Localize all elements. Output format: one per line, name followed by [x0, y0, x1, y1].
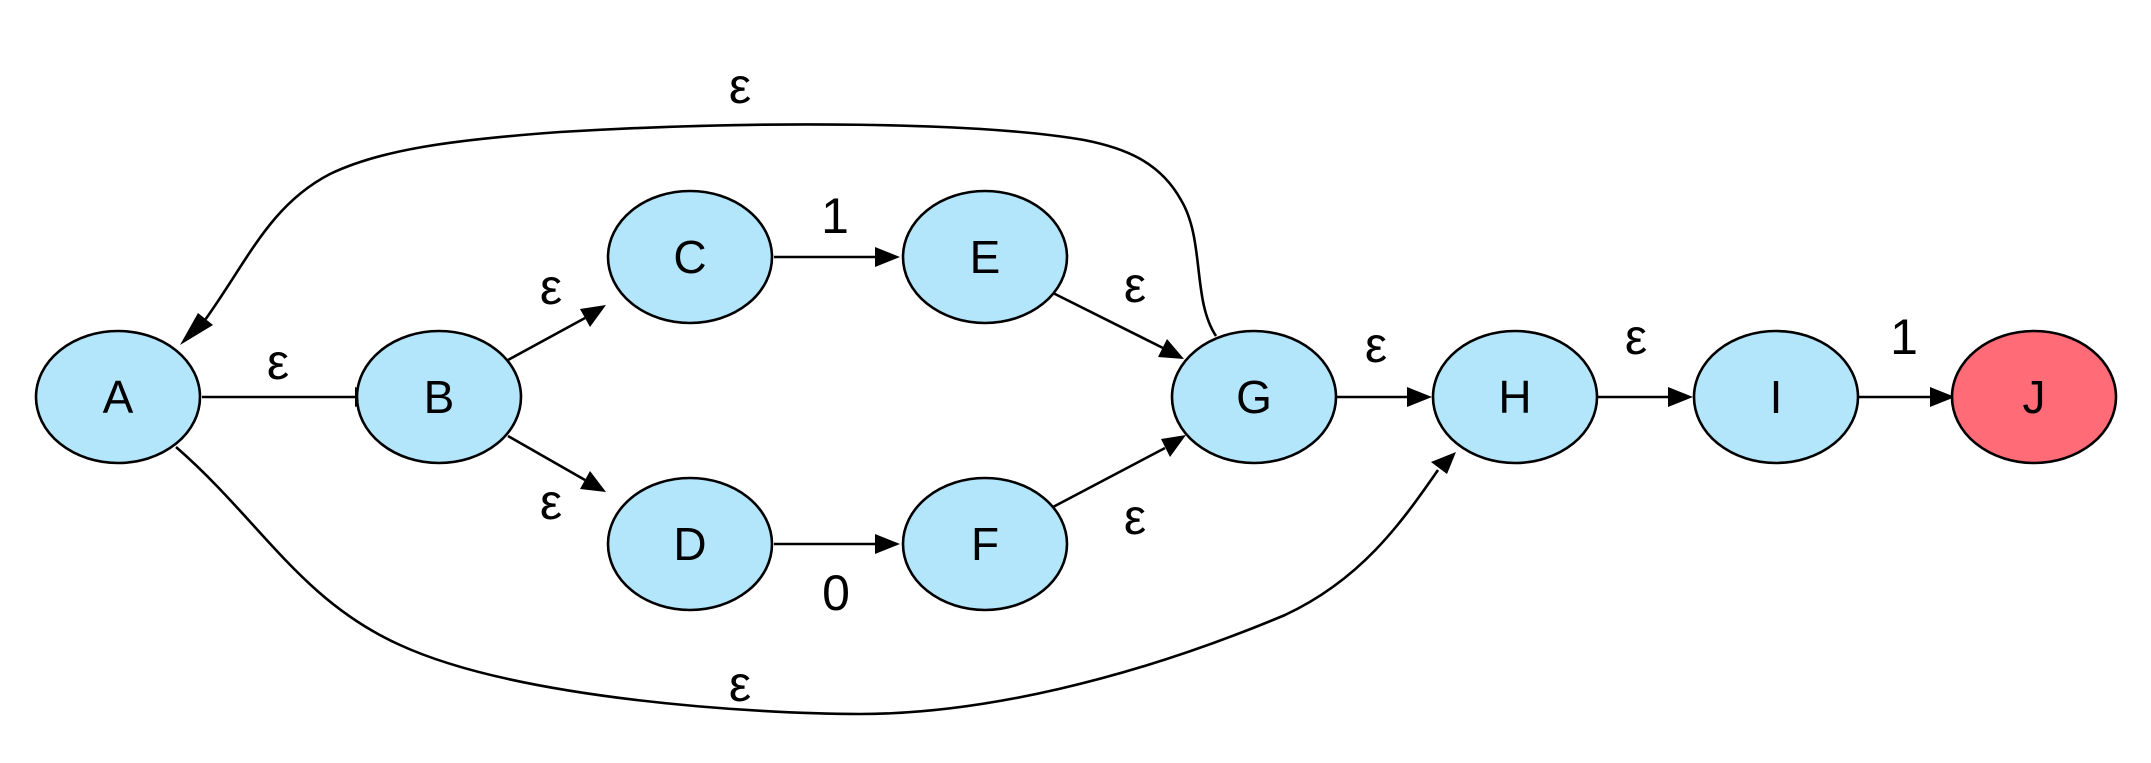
node-i-shape: [1692, 329, 1860, 465]
edge-i-to-j-arrowhead: [1930, 387, 1955, 407]
node-e: E: [901, 189, 1069, 325]
edge-c-to-e-arrowhead: [875, 247, 900, 267]
edge-a-to-h: ε: [175, 446, 1456, 716]
node-c: C: [606, 189, 774, 325]
node-d-shape: [606, 476, 774, 612]
edge-b-to-c-arrowhead: [580, 305, 606, 327]
node-d-label: D: [673, 518, 706, 570]
node-b-shape: [355, 329, 523, 465]
node-e-shape: [901, 189, 1069, 325]
edge-f-to-g-arrowhead: [1161, 435, 1186, 457]
edge-g-to-a-arrowhead: [180, 313, 213, 345]
edge-a-to-h-line: [175, 446, 1440, 716]
node-e-label: E: [970, 231, 1001, 283]
edge-g-to-h: ε: [1337, 317, 1432, 407]
edge-b-to-c-label: ε: [540, 259, 562, 315]
edge-f-to-g-line: [1052, 446, 1166, 509]
node-h: H: [1431, 329, 1599, 465]
edge-c-to-e-label: 1: [821, 188, 849, 244]
node-i: I: [1692, 329, 1860, 465]
node-g-label: G: [1236, 371, 1272, 423]
node-a-shape: [34, 329, 202, 465]
edge-g-to-a: ε: [180, 58, 1218, 345]
node-a: A: [34, 329, 202, 465]
node-j-label: J: [2023, 371, 2046, 423]
node-j: J: [1950, 329, 2118, 465]
edge-a-to-b-label: ε: [267, 334, 289, 390]
edge-a-to-h-label: ε: [729, 656, 751, 712]
node-c-label: C: [673, 231, 706, 283]
node-b-label: B: [424, 371, 455, 423]
edge-a-to-h-arrowhead: [1431, 452, 1456, 474]
edge-e-to-g-line: [1052, 291, 1164, 350]
edge-d-to-f-label: 0: [822, 565, 850, 621]
edge-h-to-i-label: ε: [1625, 309, 1647, 365]
node-i-label: I: [1770, 371, 1783, 423]
edge-i-to-j: 1: [1858, 309, 1955, 407]
edge-f-to-g-label: ε: [1124, 489, 1146, 545]
edge-b-to-d-arrowhead: [580, 471, 606, 492]
edge-d-to-f-arrowhead: [875, 534, 900, 554]
edge-h-to-i: ε: [1597, 309, 1693, 407]
edge-b-to-d-line: [507, 434, 586, 482]
edge-g-to-a-label: ε: [729, 58, 751, 114]
node-h-label: H: [1498, 371, 1531, 423]
edge-g-to-h-arrowhead: [1407, 387, 1432, 407]
edge-e-to-g: ε: [1052, 257, 1184, 359]
edge-h-to-i-arrowhead: [1668, 387, 1693, 407]
edge-b-to-d: ε: [507, 434, 606, 530]
edge-g-to-a-line: [203, 123, 1218, 337]
edge-f-to-g: ε: [1052, 435, 1186, 545]
edge-b-to-d-label: ε: [540, 474, 562, 530]
node-j-shape: [1950, 329, 2118, 465]
node-f: F: [901, 476, 1069, 612]
node-c-shape: [606, 189, 774, 325]
node-f-shape: [901, 476, 1069, 612]
edge-d-to-f: 0: [774, 534, 900, 621]
node-f-label: F: [971, 518, 999, 570]
edge-b-to-c-line: [507, 316, 586, 362]
node-b: B: [355, 329, 523, 465]
nodes: A B C D E F G H: [34, 189, 2118, 612]
edge-b-to-c: ε: [507, 259, 606, 362]
edge-a-to-b: ε: [202, 334, 380, 407]
node-g-shape: [1170, 329, 1338, 465]
edges: ε ε ε 1 0 ε ε: [175, 58, 1955, 716]
node-a-label: A: [103, 371, 134, 423]
node-d: D: [606, 476, 774, 612]
edge-c-to-e: 1: [774, 188, 900, 267]
edge-i-to-j-label: 1: [1890, 309, 1918, 365]
edge-g-to-h-label: ε: [1365, 317, 1387, 373]
node-g: G: [1170, 329, 1338, 465]
node-h-shape: [1431, 329, 1599, 465]
edge-e-to-g-arrowhead: [1158, 339, 1184, 359]
edge-e-to-g-label: ε: [1124, 257, 1146, 313]
